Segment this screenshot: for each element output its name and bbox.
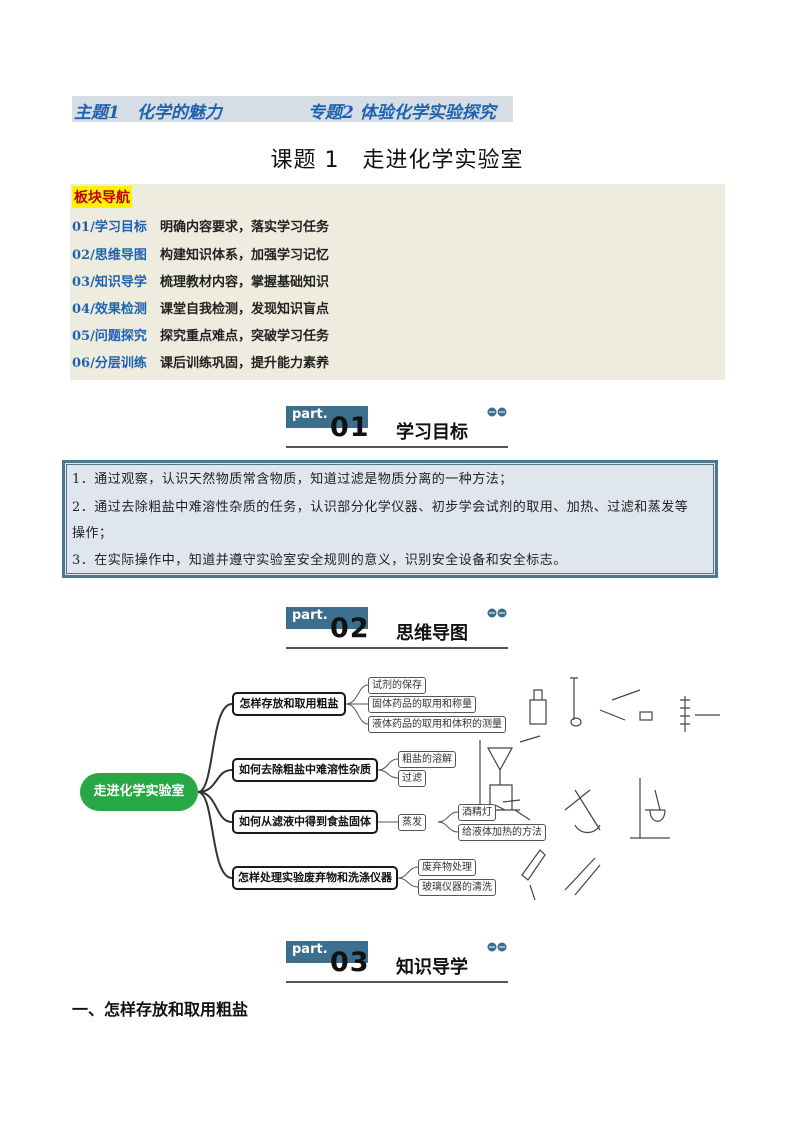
mindmap-branch: 怎样存放和取用粗盐: [232, 692, 346, 716]
part-tag: part.: [286, 406, 368, 428]
part-tag: part.: [286, 941, 368, 963]
goal-item: 3．在实际操作中，知道并遵守实验室安全规则的意义，识别安全设备和安全标志。: [72, 553, 567, 568]
mindmap-leaf: 废弃物处理: [418, 859, 476, 876]
mindmap-connectors: [197, 677, 720, 900]
nav-item[interactable]: 06/分层训练课后训练巩固，提升能力素养: [72, 352, 329, 371]
leaf-dots-icon: [487, 407, 507, 417]
part-label: 思维导图: [396, 623, 468, 644]
part-number: 02: [330, 613, 370, 644]
part-number: 03: [330, 947, 370, 978]
part-underline: [286, 981, 508, 983]
subtopic-title: 专题2 体验化学实验探究: [308, 103, 496, 123]
part-number: 01: [330, 412, 370, 443]
topic-title: 主题1 化学的魅力: [74, 103, 222, 123]
nav-item-key: 04/效果检测: [72, 302, 147, 317]
nav-item-key: 06/分层训练: [72, 356, 147, 371]
lesson-title: 课题 1 走进化学实验室: [270, 148, 524, 173]
header-strip: 主题1 化学的魅力 专题2 体验化学实验探究: [72, 96, 513, 123]
part-underline: [286, 647, 508, 649]
nav-item-key: 03/知识导学: [72, 275, 147, 290]
nav-item-desc: 明确内容要求，落实学习任务: [160, 220, 330, 235]
goal-item: 1．通过观察，认识天然物质常含物质，知道过滤是物质分离的一种方法；: [72, 472, 513, 487]
mindmap-leaf: 粗盐的溶解: [398, 751, 456, 768]
goal-item: 操作；: [72, 526, 113, 541]
part-tag-text: part.: [292, 407, 328, 422]
mindmap-leaf: 给液体加热的方法: [458, 824, 546, 841]
part-03-header: part. 03 知识导学: [286, 941, 508, 985]
part-underline: [286, 446, 508, 448]
leaf-dots-icon: [487, 942, 507, 952]
part-01-header: part. 01 学习目标: [286, 406, 508, 450]
mindmap-leaf: 过滤: [398, 770, 426, 787]
goals-inner-border: [66, 464, 714, 574]
section-heading: 一、怎样存放和取用粗盐: [72, 1000, 249, 1019]
mindmap-root: 走进化学实验室: [80, 773, 198, 811]
mindmap-branch: 怎样处理实验废弃物和洗涤仪器: [232, 866, 398, 890]
mindmap-leaf: 液体药品的取用和体积的测量: [368, 716, 506, 733]
nav-item-key: 01/学习目标: [72, 220, 147, 235]
nav-title: 板块导航: [72, 186, 132, 208]
nav-item-key: 05/问题探究: [72, 329, 147, 344]
nav-item-desc: 探究重点难点，突破学习任务: [160, 329, 330, 344]
nav-item[interactable]: 04/效果检测课堂自我检测，发现知识盲点: [72, 298, 329, 317]
leaf-dots-icon: [487, 608, 507, 618]
mindmap-leaf: 试剂的保存: [368, 677, 426, 694]
nav-item[interactable]: 05/问题探究探究重点难点，突破学习任务: [72, 325, 329, 344]
nav-item[interactable]: 02/思维导图构建知识体系，加强学习记忆: [72, 244, 329, 263]
mindmap-sub-node: 蒸发: [398, 814, 426, 831]
part-tag-text: part.: [292, 942, 328, 957]
nav-item[interactable]: 03/知识导学梳理教材内容，掌握基础知识: [72, 271, 329, 290]
nav-item[interactable]: 01/学习目标明确内容要求，落实学习任务: [72, 216, 329, 235]
nav-item-desc: 构建知识体系，加强学习记忆: [160, 248, 330, 263]
mindmap-branch: 如何去除粗盐中难溶性杂质: [232, 758, 378, 782]
mindmap-leaf: 酒精灯: [458, 804, 496, 821]
goals-box: [62, 460, 718, 578]
nav-item-key: 02/思维导图: [72, 248, 147, 263]
part-tag: part.: [286, 607, 368, 629]
mindmap-leaf: 玻璃仪器的清洗: [418, 879, 496, 896]
nav-panel: [70, 184, 725, 380]
part-02-header: part. 02 思维导图: [286, 607, 508, 651]
goal-item: 2．通过去除粗盐中难溶性杂质的任务，认识部分化学仪器、初步学会试剂的取用、加热、…: [72, 500, 689, 515]
mindmap-leaf: 固体药品的取用和称量: [368, 696, 476, 713]
nav-item-desc: 梳理教材内容，掌握基础知识: [160, 275, 330, 290]
part-label: 学习目标: [396, 422, 468, 443]
apparatus-illustration: [472, 677, 720, 900]
nav-item-desc: 课后训练巩固，提升能力素养: [160, 356, 330, 371]
part-label: 知识导学: [396, 957, 468, 978]
mindmap-branch: 如何从滤液中得到食盐固体: [232, 810, 378, 834]
part-tag-text: part.: [292, 608, 328, 623]
nav-item-desc: 课堂自我检测，发现知识盲点: [160, 302, 330, 317]
